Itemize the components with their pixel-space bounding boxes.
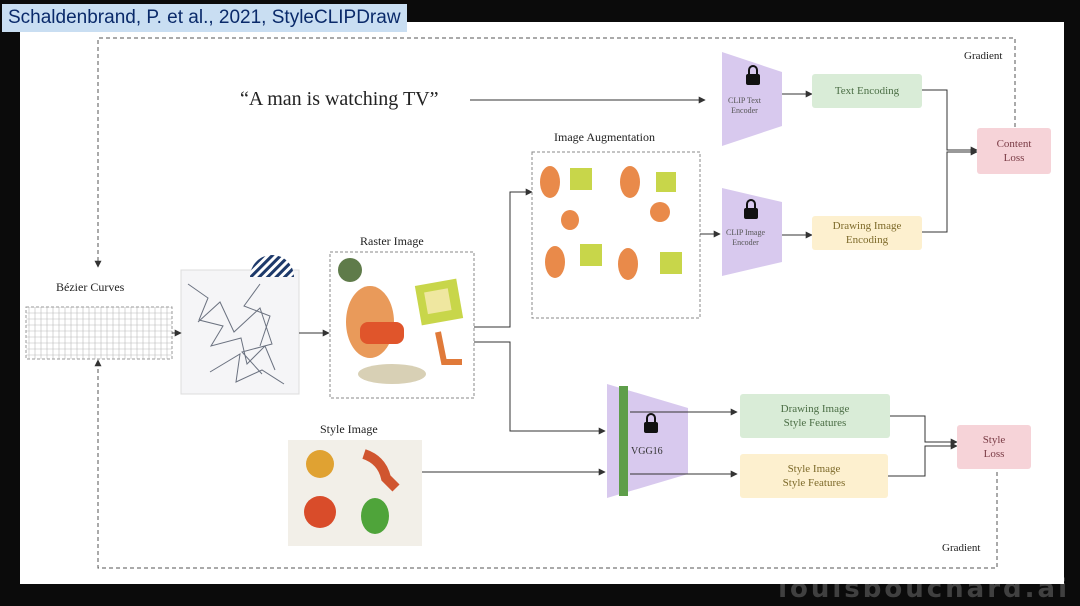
clip-image-encoder [722,188,782,276]
image-augmentation-label: Image Augmentation [554,130,655,144]
bezier-curves-block [25,306,173,360]
bezier-curves-label: Bézier Curves [56,280,125,294]
drawing-brush-icon [250,255,294,277]
watermark: louisbouchard.ai [778,574,1070,604]
text-prompt: “A man is watching TV” [240,88,439,110]
style-image [288,440,422,546]
text-encoding-box: Text Encoding [812,74,922,108]
style-image-label: Style Image [320,422,378,436]
gradient-bottom-label: Gradient [942,542,981,554]
diagram-panel: Gradient Gradient “A man is watching TV”… [20,22,1064,584]
gradient-top-path [94,37,1016,268]
gradient-top-label: Gradient [964,50,1003,62]
vgg16-bar [619,386,628,496]
lock-icon-image [744,199,758,219]
diagram-svg [25,37,1016,569]
clip-text-encoder [722,52,782,146]
vgg16-label: VGG16 [631,446,663,457]
raster-image-label: Raster Image [360,234,424,248]
stroke-drawing-image [180,269,300,395]
lock-icon-text [746,65,760,85]
lock-icon-vgg [644,413,658,433]
gradient-bottom-path [94,359,998,569]
citation-label: Schaldenbrand, P. et al., 2021, StyleCLI… [2,4,407,32]
